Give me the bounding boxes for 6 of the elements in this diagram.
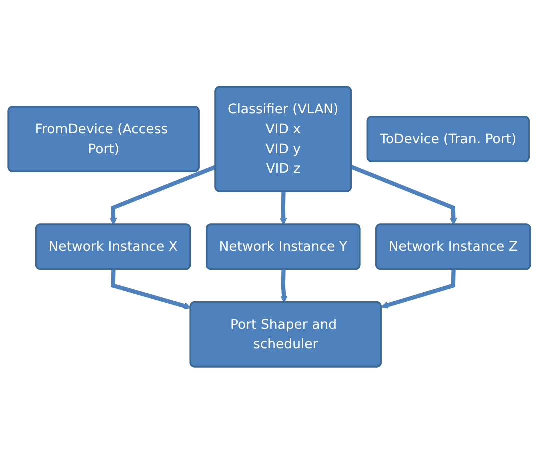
- arrow: [110, 165, 217, 226]
- arrow: [111, 270, 192, 310]
- arrow: [381, 270, 456, 309]
- arrow: [280, 270, 288, 304]
- arrow: [350, 165, 458, 226]
- arrow: [280, 192, 288, 226]
